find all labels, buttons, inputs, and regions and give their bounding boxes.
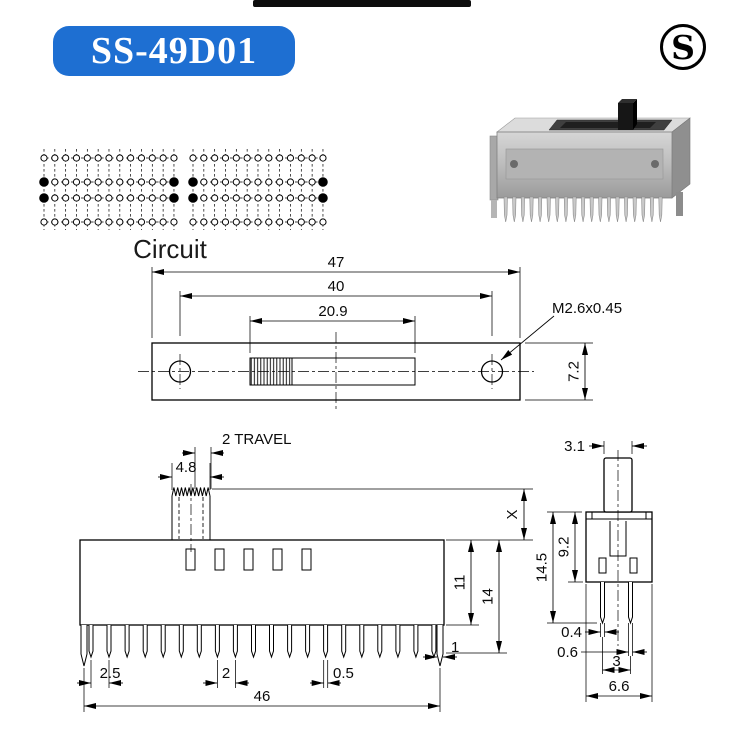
dim-text-2-5: 2.5 <box>100 665 121 682</box>
thread-callout: M2.6x0.45 <box>500 300 622 361</box>
dim-text-47: 47 <box>328 254 345 271</box>
dim-text-3: 3 <box>612 653 620 670</box>
dim-0-5: 0.5 <box>310 660 354 688</box>
photo-slot-inner <box>560 122 656 128</box>
dim-text-6-6: 6.6 <box>609 678 630 695</box>
circuit-section: Circuit <box>39 149 328 264</box>
mounting-leg-left <box>80 625 88 667</box>
dim-text-20-9: 20.9 <box>318 303 347 320</box>
dim-7-2: 7.2 <box>525 342 593 401</box>
dim-text-2: 2 <box>222 665 230 682</box>
dim-text-x: X <box>504 509 521 519</box>
dim-text-1: 1 <box>451 639 459 656</box>
dim-text-14-5: 14.5 <box>534 553 551 582</box>
dim-text-0-6: 0.6 <box>557 644 578 661</box>
side-pin-right <box>628 582 633 625</box>
photo-knob-side <box>633 99 637 130</box>
dim-text-11: 11 <box>452 575 469 591</box>
photo-left-foot <box>491 200 497 218</box>
dim-2: 2 <box>203 660 249 688</box>
brand-logo: S <box>660 24 706 70</box>
dim-3: 3 <box>602 637 631 674</box>
circuit-label: Circuit <box>133 234 207 264</box>
photo-pins <box>503 196 663 223</box>
dim-text-3-1: 3.1 <box>564 438 585 455</box>
top-view: 47 40 20.9 7.2 M2.6x0. <box>138 254 622 410</box>
front-pins <box>88 625 437 659</box>
dim-x: X <box>212 488 533 541</box>
dim-text-9-2: 9.2 <box>556 537 573 558</box>
side-body <box>585 511 653 583</box>
dim-1: 1 <box>423 639 459 660</box>
dim-40: 40 <box>179 278 493 336</box>
photo-knob-top <box>618 99 637 103</box>
dim-6-6: 6.6 <box>585 584 653 702</box>
front-body <box>79 539 445 626</box>
dim-11: 11 <box>446 540 479 626</box>
dim-0-6: 0.6 <box>557 623 647 661</box>
circuit-diagram-left <box>39 149 179 230</box>
photo-hole-left <box>510 160 518 168</box>
dim-travel: 2 TRAVEL <box>182 431 291 489</box>
dim-3-1: 3.1 <box>564 438 647 455</box>
brand-letter: S <box>671 27 695 67</box>
photo-right-face <box>671 117 691 199</box>
dim-0-4: 0.4 <box>561 623 619 641</box>
photo-knob <box>618 103 633 130</box>
side-inner-detail-left <box>598 557 607 574</box>
top-crop-artifact <box>253 0 471 7</box>
dim-text-7-2: 7.2 <box>566 361 583 382</box>
photo-stamped-band <box>505 148 664 180</box>
dim-14-5: 14.5 <box>534 511 597 624</box>
dim-2-5: 2.5 <box>77 660 123 688</box>
dim-text-0-4: 0.4 <box>561 624 582 641</box>
mounting-hole-left <box>168 360 192 383</box>
product-photo <box>489 99 691 223</box>
actuator-knurl <box>171 487 211 497</box>
mounting-hole-right <box>480 360 504 383</box>
photo-hole-right <box>651 160 659 168</box>
dim-9-2: 9.2 <box>556 512 583 583</box>
slider-knob-hatched <box>249 357 293 386</box>
front-view: 2 TRAVEL 4.8 X 11 <box>77 431 533 712</box>
dim-47: 47 <box>151 254 521 338</box>
side-view: 3.1 14.5 9.2 0.4 <box>534 438 653 702</box>
mounting-leg-right <box>436 625 444 667</box>
side-inner-detail-right <box>629 557 638 574</box>
dim-text-40: 40 <box>328 278 345 295</box>
photo-right-foot <box>676 192 683 216</box>
dim-text-travel: 2 TRAVEL <box>222 431 291 448</box>
dim-20-9: 20.9 <box>249 303 416 353</box>
dim-text-0-5: 0.5 <box>333 665 354 682</box>
dim-14: 14 <box>446 540 507 654</box>
dim-text-4-8: 4.8 <box>176 459 197 476</box>
circuit-diagram-right <box>188 149 328 230</box>
part-number-badge: SS-49D01 <box>53 26 295 76</box>
dim-text-14: 14 <box>480 588 497 605</box>
side-pin-left <box>600 582 605 625</box>
dim-46: 46 <box>83 668 441 712</box>
part-number: SS-49D01 <box>90 30 258 72</box>
dim-4-8: 4.8 <box>158 459 224 490</box>
thread-callout-text: M2.6x0.45 <box>552 300 622 317</box>
dim-text-46: 46 <box>254 688 271 705</box>
front-body-windows <box>185 548 312 571</box>
